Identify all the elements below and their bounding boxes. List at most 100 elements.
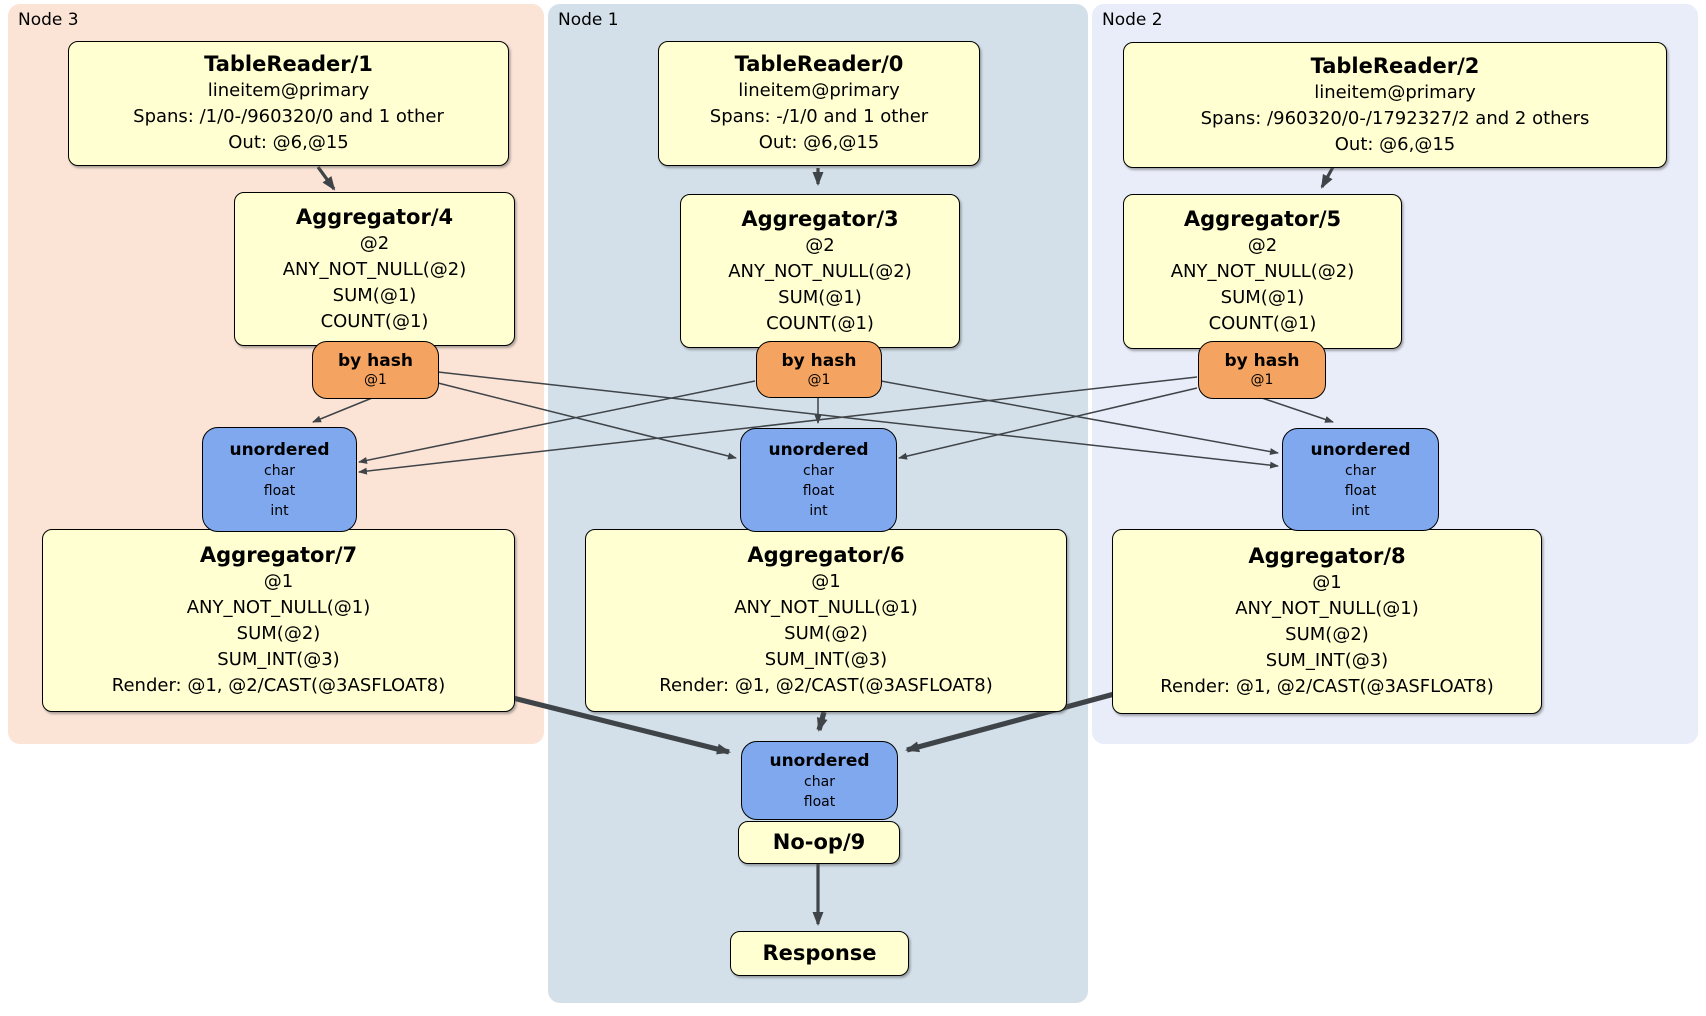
processor-title: Aggregator/5 xyxy=(1183,207,1342,231)
edge-router3-sync1 xyxy=(437,382,737,460)
processor-fn: SUM(@2) xyxy=(784,623,868,644)
processor-spans: Spans: /1/0-/960320/0 and 1 other xyxy=(133,106,444,127)
processor-fn: ANY_NOT_NULL(@1) xyxy=(734,597,918,618)
processor-tablereader-2: TableReader/2 lineitem@primary Spans: /9… xyxy=(1123,42,1667,168)
processor-title: Aggregator/3 xyxy=(741,206,899,231)
processor-fn: ANY_NOT_NULL(@2) xyxy=(728,260,912,282)
processor-fn: SUM(@2) xyxy=(1285,624,1369,645)
hash-router-node3: by hash @1 xyxy=(312,341,439,399)
processor-fn: SUM_INT(@3) xyxy=(1265,650,1389,671)
edge-router3-sync3 xyxy=(312,397,373,423)
processor-title: Aggregator/8 xyxy=(1248,544,1406,568)
processor-fn: SUM(@1) xyxy=(1220,287,1305,308)
processor-out: Out: @6,@15 xyxy=(228,132,349,153)
processor-fn: ANY_NOT_NULL(@2) xyxy=(1170,261,1355,282)
processor-title: TableReader/2 xyxy=(1310,53,1480,78)
processor-group-key: @2 xyxy=(1247,235,1278,256)
processor-group-key: @1 xyxy=(1312,572,1342,593)
edge-agg7-finalsync xyxy=(508,694,731,755)
sync-type: int xyxy=(1351,502,1370,519)
processor-fn: SUM(@2) xyxy=(236,623,321,644)
node-label: Node 3 xyxy=(18,10,79,30)
sync-type: float xyxy=(1344,482,1377,499)
processor-fn: ANY_NOT_NULL(@1) xyxy=(186,597,371,618)
processor-render: Render: @1, @2/CAST(@3ASFLOAT8) xyxy=(111,675,446,696)
sync-title: unordered xyxy=(769,750,870,771)
sync-type: char xyxy=(1345,462,1376,479)
processor-title: TableReader/0 xyxy=(734,52,904,76)
processor-group-key: @2 xyxy=(805,234,835,256)
processor-fn: COUNT(@1) xyxy=(320,310,429,332)
unordered-sync-node2: unordered char float int xyxy=(1282,428,1439,531)
sync-title: unordered xyxy=(768,440,869,460)
edge-router2-sync1 xyxy=(898,387,1198,460)
sync-type: char xyxy=(804,773,835,790)
processor-render: Render: @1, @2/CAST(@3ASFLOAT8) xyxy=(659,675,993,696)
sync-type: char xyxy=(264,462,295,479)
edge-router1-sync3 xyxy=(358,380,756,464)
processor-fn: SUM(@1) xyxy=(332,284,417,306)
processor-fn: COUNT(@1) xyxy=(766,312,874,334)
processor-out: Out: @6,@15 xyxy=(1334,133,1456,155)
sync-type: float xyxy=(263,482,296,499)
processor-title: Response xyxy=(762,941,877,965)
processor-noop-9: No-op/9 xyxy=(738,821,900,864)
hash-router-node2: by hash @1 xyxy=(1198,341,1326,399)
processor-fn: ANY_NOT_NULL(@2) xyxy=(282,258,467,280)
processor-title: TableReader/1 xyxy=(204,52,373,76)
edge-agg8-finalsync xyxy=(905,690,1119,753)
sync-type: char xyxy=(803,463,834,479)
sync-type: int xyxy=(809,503,828,519)
processor-aggregator-5: Aggregator/5 @2 ANY_NOT_NULL(@2) SUM(@1)… xyxy=(1123,194,1402,349)
processor-index: lineitem@primary xyxy=(207,80,370,101)
router-title: by hash xyxy=(1224,351,1300,371)
sync-type: int xyxy=(270,502,289,519)
edge-router2-sync3 xyxy=(358,376,1198,475)
processor-group-key: @1 xyxy=(263,571,294,592)
processor-title: Aggregator/6 xyxy=(747,543,905,567)
router-key: @1 xyxy=(807,371,831,388)
router-key: @1 xyxy=(1250,372,1274,388)
router-title: by hash xyxy=(781,350,857,371)
edge-agg6-finalsync xyxy=(816,711,828,732)
processor-fn: COUNT(@1) xyxy=(1208,313,1317,334)
unordered-sync-node1: unordered char float int xyxy=(740,428,897,532)
processor-index: lineitem@primary xyxy=(738,80,900,101)
unordered-sync-node3: unordered char float int xyxy=(202,427,357,532)
node-label: Node 1 xyxy=(558,10,619,30)
processor-tablereader-0: TableReader/0 lineitem@primary Spans: -/… xyxy=(658,41,980,166)
processor-fn: SUM(@1) xyxy=(778,286,862,308)
processor-spans: Spans: /960320/0-/1792327/2 and 2 others xyxy=(1200,107,1590,129)
sync-type: float xyxy=(803,793,836,810)
hash-router-node1: by hash @1 xyxy=(756,341,882,398)
processor-aggregator-6: Aggregator/6 @1 ANY_NOT_NULL(@1) SUM(@2)… xyxy=(585,529,1067,712)
processor-title: Aggregator/4 xyxy=(295,204,454,229)
node-label: Node 2 xyxy=(1102,10,1163,30)
processor-title: No-op/9 xyxy=(772,830,866,854)
processor-out: Out: @6,@15 xyxy=(758,132,880,153)
processor-response: Response xyxy=(730,931,909,976)
processor-fn: ANY_NOT_NULL(@1) xyxy=(1235,598,1419,619)
processor-aggregator-8: Aggregator/8 @1 ANY_NOT_NULL(@1) SUM(@2)… xyxy=(1112,529,1542,714)
processor-tablereader-1: TableReader/1 lineitem@primary Spans: /1… xyxy=(68,41,509,166)
edge-router2-sync2 xyxy=(1261,397,1334,423)
processor-title: Aggregator/7 xyxy=(199,543,358,567)
edge-router1-sync2 xyxy=(880,380,1279,456)
sync-title: unordered xyxy=(1310,439,1411,460)
router-key: @1 xyxy=(364,372,387,388)
unordered-sync-final: unordered char float xyxy=(741,741,898,820)
router-title: by hash xyxy=(338,351,413,371)
processor-aggregator-4: Aggregator/4 @2 ANY_NOT_NULL(@2) SUM(@1)… xyxy=(234,192,515,346)
processor-group-key: @1 xyxy=(811,571,841,592)
processor-index: lineitem@primary xyxy=(1314,81,1476,103)
sync-type: float xyxy=(802,483,835,499)
processor-aggregator-3: Aggregator/3 @2 ANY_NOT_NULL(@2) SUM(@1)… xyxy=(680,194,960,348)
edge-router3-sync2 xyxy=(437,371,1279,469)
sync-title: unordered xyxy=(229,439,330,460)
processor-render: Render: @1, @2/CAST(@3ASFLOAT8) xyxy=(1160,676,1494,697)
processor-spans: Spans: -/1/0 and 1 other xyxy=(709,106,929,127)
processor-fn: SUM_INT(@3) xyxy=(764,649,888,670)
processor-fn: SUM_INT(@3) xyxy=(217,649,340,670)
